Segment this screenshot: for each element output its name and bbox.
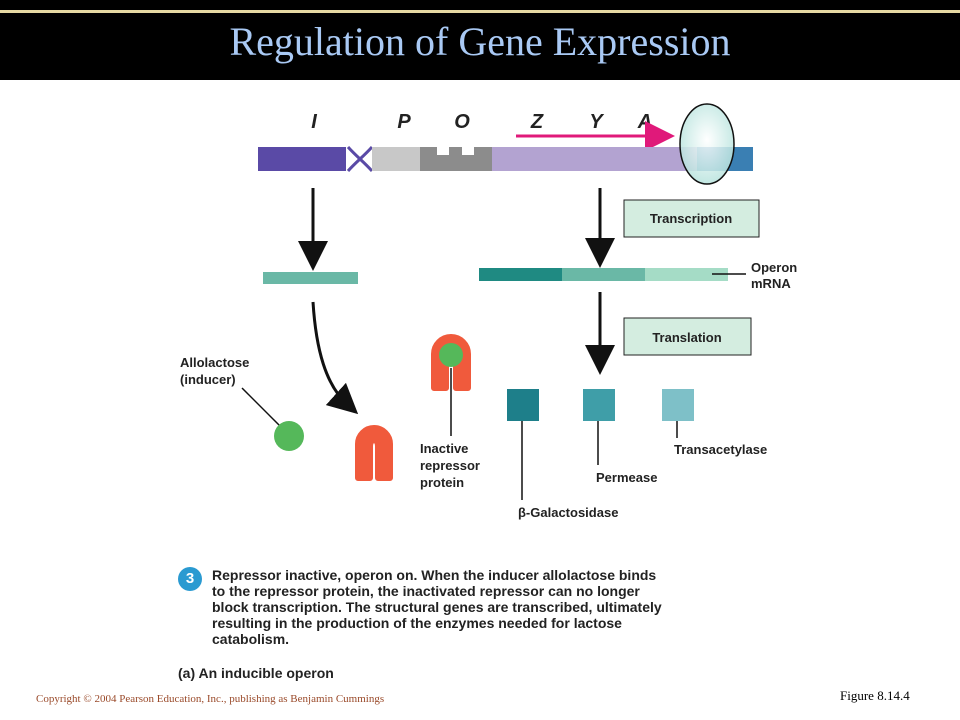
allolactose-inducer: [274, 421, 304, 451]
operator-segment: [420, 147, 492, 171]
transcription-box: [623, 199, 760, 238]
repressor-protein: [355, 425, 393, 481]
structural-genes-segment: [492, 147, 697, 171]
gene-label-y: Y: [589, 111, 604, 133]
figure-number: Figure 8.14.4: [840, 688, 910, 703]
inactive-label-3: protein: [420, 475, 464, 490]
gene-label-i: I: [311, 111, 317, 133]
gene-label-o: O: [454, 111, 470, 133]
allolactose-label-2: (inducer): [180, 372, 236, 387]
permease-enzyme: [583, 389, 615, 421]
transacetylase-label: Transacetylase: [674, 442, 767, 457]
inactive-label-1: Inactive: [420, 441, 468, 456]
gene-i-segment: [258, 147, 346, 171]
translation-box: [623, 317, 752, 356]
allolactose-leader-line: [241, 387, 285, 431]
repressor-translation-arrow: [311, 301, 359, 415]
translation-label: Translation: [652, 330, 721, 345]
caption-text: Repressor inactive, operon on. When the …: [212, 567, 672, 647]
allolactose-label-1: Allolactose: [180, 355, 249, 370]
inactive-label-2: repressor: [420, 458, 480, 473]
operon-mrna-label-1: Operon: [751, 260, 797, 275]
slide-title: Regulation of Gene Expression: [229, 19, 731, 64]
step-number-badge: 3: [178, 567, 202, 591]
transacetylase-enzyme: [662, 389, 694, 421]
subfigure-label: (a) An inducible operon: [178, 665, 334, 681]
header-rule: [0, 10, 960, 13]
title-bar: Regulation of Gene Expression: [0, 0, 960, 80]
dna-break-icon: [346, 146, 374, 172]
rna-polymerase: [679, 103, 735, 185]
caption-lead: Repressor inactive, operon on.: [212, 567, 418, 583]
mrna-segment-lacy: [562, 268, 645, 281]
transcription-label: Transcription: [650, 211, 732, 226]
gene-label-a: A: [637, 111, 652, 133]
gene-label-z: Z: [530, 111, 544, 133]
gene-label-p: P: [397, 111, 411, 133]
caption-body: When the inducer allolactose binds to th…: [212, 567, 662, 647]
permease-label: Permease: [596, 470, 657, 485]
mrna-segment-laca: [645, 268, 728, 281]
promoter-segment: [372, 147, 420, 171]
mrna-segment-lacz: [479, 268, 562, 281]
repressor-mrna: [263, 272, 358, 284]
beta-galactosidase-enzyme: [507, 389, 539, 421]
galactosidase-label: β-Galactosidase: [518, 505, 618, 520]
copyright-notice: Copyright © 2004 Pearson Education, Inc.…: [36, 693, 385, 705]
operon-mrna-label-2: mRNA: [751, 276, 791, 291]
bound-inducer: [439, 343, 463, 367]
